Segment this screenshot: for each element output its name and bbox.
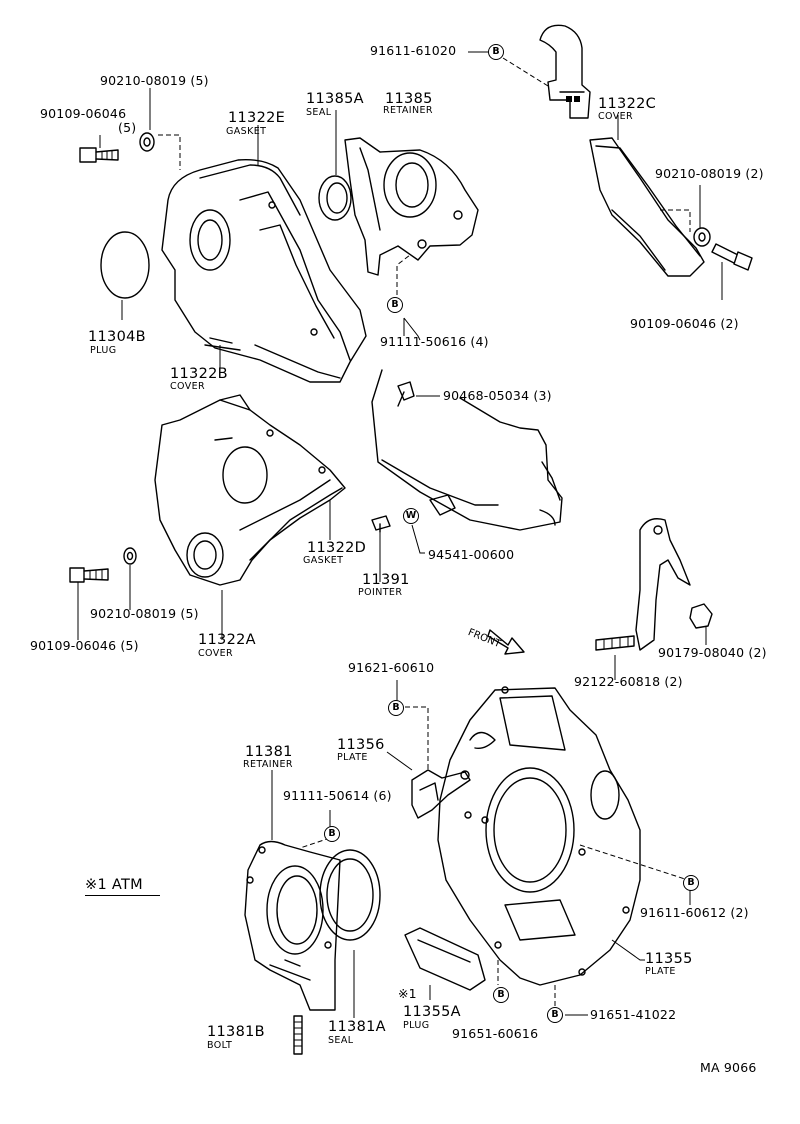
part-number: 91651-60616 xyxy=(452,1026,539,1041)
part-name: PLUG xyxy=(90,345,117,356)
part-name: RETAINER xyxy=(383,105,433,116)
bolt-11381b xyxy=(293,1015,303,1055)
part-name: PLATE xyxy=(645,966,676,977)
clip-90468 xyxy=(397,381,415,407)
plug-11304b xyxy=(100,231,150,299)
marker-b: B xyxy=(387,297,403,313)
part-number: 11381B xyxy=(207,1024,265,1040)
marker-b: B xyxy=(324,826,340,842)
diagram-id: MA 9066 xyxy=(700,1060,757,1075)
part-number: 90109-06046 xyxy=(40,106,127,121)
front-arrow xyxy=(487,629,525,655)
part-name: PLATE xyxy=(337,752,368,763)
marker-b: B xyxy=(488,44,504,60)
washer-90210-lower xyxy=(123,547,137,565)
gasket-11322e xyxy=(199,164,301,216)
part-number: 11381A xyxy=(328,1019,386,1035)
part-name: RETAINER xyxy=(243,759,293,770)
part-number: 11322C xyxy=(598,96,657,112)
plate-11355 xyxy=(437,686,641,986)
part-number: 90179-08040 (2) xyxy=(658,645,767,660)
part-number: 11355A xyxy=(403,1004,461,1020)
cover-11322c xyxy=(589,137,705,277)
marker-b: B xyxy=(493,987,509,1003)
part-number: 90210-08019 (2) xyxy=(655,166,764,181)
part-number: 11322A xyxy=(198,632,256,648)
part-number: 91111-50614 (6) xyxy=(283,788,392,803)
part-number: 11322D xyxy=(307,540,367,556)
part-name: COVER xyxy=(598,111,634,122)
part-number: 90210-08019 (5) xyxy=(90,606,199,621)
marker-b: B xyxy=(388,700,404,716)
part-number: 91611-61020 xyxy=(370,43,457,58)
part-name: POINTER xyxy=(358,587,403,598)
part-name: BOLT xyxy=(207,1040,233,1051)
retainer-11381 xyxy=(244,840,341,1011)
part-number: 11322E xyxy=(228,110,286,126)
nut-90179 xyxy=(689,603,713,629)
note-atm: ※1 ATM xyxy=(85,877,143,893)
part-name: COVER xyxy=(170,381,206,392)
part-number: 11385 xyxy=(385,91,433,107)
cover-11322b xyxy=(161,158,367,383)
part-number: 11391 xyxy=(362,572,410,588)
bolt-90109-right xyxy=(711,243,753,271)
part-number: 91651-41022 xyxy=(590,1007,677,1022)
part-number: 11322B xyxy=(170,366,228,382)
part-number: 11355 xyxy=(645,951,693,967)
washer-90210-right xyxy=(693,227,711,247)
seal-11381a xyxy=(319,849,381,941)
part-name: GASKET xyxy=(303,555,344,566)
cover-11322a xyxy=(154,394,346,586)
part-name: COVER xyxy=(198,648,234,659)
bolt-90109-lower xyxy=(69,567,109,583)
gasket-11322d xyxy=(249,487,343,561)
marker-w: W xyxy=(403,508,419,524)
part-number: 90109-06046 (5) xyxy=(30,638,139,653)
part-number: 11385A xyxy=(306,91,364,107)
part-number: 94541-00600 xyxy=(428,547,515,562)
part-name: GASKET xyxy=(226,126,267,137)
part-number: 92122-60818 (2) xyxy=(574,674,683,689)
stud-92122 xyxy=(595,635,635,651)
note-underline xyxy=(85,895,160,896)
part-number: 91611-60612 (2) xyxy=(640,905,749,920)
seal-11385a xyxy=(318,175,352,221)
block-bracket xyxy=(429,494,456,516)
pointer-11391 xyxy=(371,515,391,533)
part-name: PLUG xyxy=(403,1020,430,1031)
bracket-right xyxy=(635,518,691,651)
part-number: 11304B xyxy=(88,329,146,345)
part-number: 90468-05034 (3) xyxy=(443,388,552,403)
retainer-11385 xyxy=(344,137,479,276)
clip-bracket xyxy=(539,24,591,119)
part-number: 91621-60610 xyxy=(348,660,435,675)
part-prefix: ※1 xyxy=(398,986,417,1001)
bolt-90109-top xyxy=(79,147,119,163)
plate-11356 xyxy=(411,769,471,819)
marker-b: B xyxy=(683,875,699,891)
part-number: 91111-50616 (4) xyxy=(380,334,489,349)
part-number: 11356 xyxy=(337,737,385,753)
washer-90210-top xyxy=(139,132,155,152)
part-number: 11381 xyxy=(245,744,293,760)
part-qty: (5) xyxy=(118,120,137,135)
part-name: SEAL xyxy=(306,107,332,118)
engine-block xyxy=(371,369,563,531)
plug-11355a xyxy=(404,927,486,991)
part-number: 90210-08019 (5) xyxy=(100,73,209,88)
part-name: SEAL xyxy=(328,1035,354,1046)
leader-lines xyxy=(77,51,723,1018)
part-number: 90109-06046 (2) xyxy=(630,316,739,331)
marker-b: B xyxy=(547,1007,563,1023)
